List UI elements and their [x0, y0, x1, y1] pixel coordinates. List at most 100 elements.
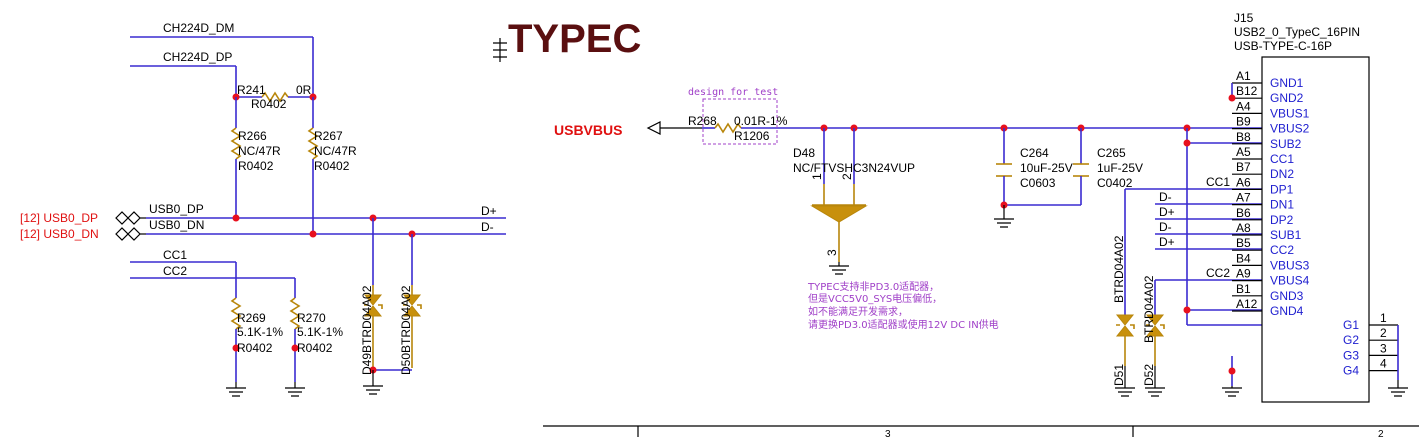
- conn-wire-label: D+: [1159, 235, 1175, 249]
- junction-dot: [1183, 139, 1191, 147]
- j15-pin-number: A7: [1236, 191, 1251, 205]
- j15-shield-pin-number: 1: [1380, 311, 1387, 325]
- r266-value: NC/47R: [238, 144, 281, 158]
- frame-zone-mid: 3: [885, 429, 891, 437]
- cc1-left-label: CC1: [163, 248, 187, 262]
- r267-value: NC/47R: [314, 144, 357, 158]
- junction-dot: [1228, 367, 1236, 375]
- d52-ref: D52: [1142, 364, 1156, 386]
- ground-icon: [1388, 380, 1408, 397]
- junction-dot: [1183, 306, 1191, 314]
- r270-pkg: R0402: [297, 341, 333, 355]
- usb0-dn-port-label: [12] USB0_DN: [20, 227, 99, 241]
- j15-pin-number: A9: [1236, 267, 1251, 281]
- ground-icon: [1115, 366, 1135, 397]
- design-for-test-label: design for test: [688, 87, 778, 98]
- r269-ref: R269: [237, 311, 266, 325]
- r241-zigzag: [261, 91, 289, 103]
- junction-dot: [232, 214, 240, 222]
- r270-zigzag: [289, 297, 301, 330]
- ground-icon: [226, 382, 246, 397]
- j15-pin-number: A12: [1236, 297, 1258, 311]
- conn-wire-label: D+: [1159, 205, 1175, 219]
- j15-pin-number: B4: [1236, 251, 1251, 265]
- j15-pin-number: B7: [1236, 160, 1251, 174]
- ch224d-dp-label: CH224D_DP: [163, 50, 232, 64]
- c265-value: 1uF-25V: [1097, 161, 1143, 175]
- j15-shield-pin-name: G1: [1343, 318, 1359, 332]
- j15-pin-number: A1: [1236, 69, 1251, 83]
- junction-dot: [309, 230, 317, 238]
- conn-wire-label: D-: [1159, 190, 1172, 204]
- title-marker-icon: [493, 38, 507, 62]
- j15-pin-name: GND1: [1270, 76, 1304, 90]
- c265-ref: C265: [1097, 146, 1126, 160]
- r241-value: 0R: [296, 83, 312, 97]
- j15-shield-pin-number: 2: [1380, 326, 1387, 340]
- j15-footprint: USB-TYPE-C-16P: [1234, 39, 1332, 53]
- ground-icon: [994, 205, 1014, 228]
- r241-pkg: R0402: [251, 97, 287, 111]
- design-for-test-box: [702, 98, 778, 145]
- r266-pkg: R0402: [238, 159, 274, 173]
- conn-wire-label: CC2: [1206, 266, 1230, 280]
- ground-icon: [363, 370, 383, 395]
- ground-icon: [285, 382, 305, 397]
- j15-pin-name: DP1: [1270, 182, 1294, 196]
- j15-pin-name: VBUS2: [1270, 122, 1310, 136]
- r266-ref: R266: [238, 129, 267, 143]
- r266-zigzag: [230, 127, 242, 160]
- j15-pin-name: GND3: [1270, 289, 1304, 303]
- j15-pin-number: A6: [1236, 175, 1251, 189]
- dplus-label: D+: [481, 204, 497, 218]
- j15-value: USB2_0_TypeC_16PIN: [1234, 25, 1360, 39]
- d51-ref: D51: [1112, 364, 1126, 386]
- j15-pin-name: DN2: [1270, 167, 1294, 181]
- note-line-1: TYPEC支持非PD3.0适配器，: [807, 280, 939, 293]
- j15-pin-name: CC1: [1270, 152, 1294, 166]
- r268-zigzag: [714, 122, 742, 134]
- d52-value: BTRD04A02: [1142, 275, 1156, 343]
- cc2-left-label: CC2: [163, 264, 187, 278]
- r267-pkg: R0402: [314, 159, 350, 173]
- j15-pin-number: A5: [1236, 145, 1251, 159]
- j15-pin-name: DP2: [1270, 213, 1294, 227]
- j15-pin-number: B8: [1236, 130, 1251, 144]
- j15-shield-pin-name: G3: [1343, 348, 1359, 362]
- j15-pin-number: B5: [1236, 236, 1251, 250]
- usb0-dp-wire-label: USB0_DP: [149, 202, 204, 216]
- j15-pin-name: DN1: [1270, 198, 1294, 212]
- j15-body: [1261, 56, 1370, 403]
- usb0-dp-port-label: [12] USB0_DP: [20, 211, 98, 225]
- junction-dot: [291, 344, 299, 352]
- d51-tvs-diode: [1115, 314, 1135, 366]
- j15-pin-name: VBUS3: [1270, 258, 1310, 272]
- j15-pin-name: VBUS4: [1270, 274, 1310, 288]
- j15-pin-name: SUB2: [1270, 137, 1302, 151]
- usb0-dn-wire-label: USB0_DN: [149, 218, 204, 232]
- j15-shield-pin-name: G2: [1343, 333, 1359, 347]
- c264-value: 10uF-25V: [1020, 161, 1073, 175]
- dminus-label: D-: [481, 220, 494, 234]
- d48-pin2: 2: [840, 173, 854, 180]
- note-line-4: 请更换PD3.0适配器或使用12V DC IN供电: [808, 318, 999, 331]
- ch224d-dm-label: CH224D_DM: [163, 21, 234, 35]
- d48-tvs-icon: [810, 205, 868, 223]
- r270-ref: R270: [297, 311, 326, 325]
- frame-zone-right: 2: [1378, 429, 1384, 437]
- r268-value: 0.01R-1%: [734, 114, 788, 128]
- d51-value: BTRD04A02: [1112, 235, 1126, 303]
- d50-label: D50BTRD04A02: [399, 285, 413, 375]
- note-line-2: 但是VCC5V0_SYS电压偏低，: [808, 292, 942, 305]
- r267-zigzag: [307, 127, 319, 160]
- c265-pkg: C0402: [1097, 176, 1133, 190]
- usbvbus-net-label: USBVBUS: [554, 122, 622, 138]
- j15-pin-number: B6: [1236, 206, 1251, 220]
- conn-wire-label: D-: [1159, 220, 1172, 234]
- c264-ref: C264: [1020, 146, 1049, 160]
- j15-shield-pin-number: 3: [1380, 341, 1387, 355]
- c264-pkg: C0603: [1020, 176, 1056, 190]
- j15-shield-pin-number: 4: [1380, 357, 1387, 371]
